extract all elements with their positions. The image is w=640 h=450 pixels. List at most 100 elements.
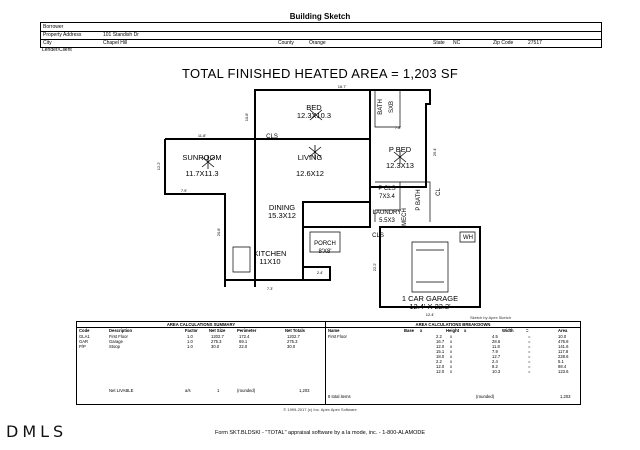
breakdown-cell: x (450, 364, 453, 369)
form-footer: Form SKT.BLDSKI - "TOTAL" appraisal soft… (214, 430, 426, 436)
summary-cell: 1.0 (187, 334, 193, 339)
county-label: County (278, 40, 294, 46)
breakdown-cell: 123.6 (558, 369, 569, 374)
state-label: State (433, 40, 445, 46)
dim-bottom-right: 2.4' (317, 270, 324, 275)
net-livable-unit: a/s (185, 388, 191, 393)
room-cl: CL (436, 188, 442, 196)
summary-cell: 22.0 (239, 344, 248, 349)
room-porch-dim: 8'X8' (319, 249, 332, 255)
summary-cell: Garage (109, 339, 123, 344)
room-dining-dim: 15.3X12 (268, 211, 296, 220)
plan-interior-lines (232, 90, 476, 293)
copyright: © 1999-2017 (c) Inc. Apex Apex Software (283, 407, 357, 412)
room-cls1: CLS (266, 134, 278, 140)
room-wh: WH (463, 235, 473, 241)
breakdown-col: Base (404, 328, 415, 333)
room-dining: DINING (269, 203, 295, 212)
breakdown-col: x (420, 328, 423, 333)
room-sunroom-dim: 11.7X11.3 (185, 169, 218, 178)
breakdown-cell: = (528, 369, 531, 374)
summary-col: Perimeter (237, 328, 257, 333)
room-sxb: SXB (389, 101, 395, 113)
room-pbed: P BED (389, 145, 412, 154)
breakdown-cell: x (450, 359, 453, 364)
summary-cell: 172.4 (239, 334, 250, 339)
room-living-dim: 12.6X12 (296, 169, 324, 178)
summary-cell: GAR (79, 339, 89, 344)
summary-columns: Code Description Factor Net Size Perimet… (77, 328, 325, 333)
property-value: 101 Standish Dr (103, 32, 139, 38)
dmls-logo: DMLS (6, 422, 68, 441)
breakdown-cell: 2.2 (436, 334, 442, 339)
room-garage: 1 CAR GARAGE (402, 294, 458, 303)
breakdown-cell: 10.0 (558, 334, 567, 339)
state-value: NC (453, 40, 461, 46)
room-cls2: CLS (372, 233, 384, 239)
floor-plan: BED 12.3X10.3 BATH SXB CLS SUNROOM 11.7X… (156, 84, 481, 317)
breakdown-panel: AREA CALCULATIONS BREAKDOWN Name Base x … (326, 322, 580, 404)
room-porch: PORCH (314, 241, 336, 247)
room-pbath: P BATH (416, 189, 422, 210)
property-label: Property Address (43, 32, 82, 38)
borrower-label: Borrower (43, 24, 64, 30)
breakdown-cell: = (528, 339, 531, 344)
summary-cell: First Floor (109, 334, 128, 339)
summary-col: Factor (185, 328, 198, 333)
breakdown-cell: 228.6 (558, 354, 569, 359)
breakdown-cell: 11.8 (492, 344, 500, 349)
net-livable-label: Net LIVABLE (109, 388, 134, 393)
breakdown-cell: = (528, 334, 531, 339)
breakdown-cell: x (450, 339, 453, 344)
total-heated-area: TOTAL FINISHED HEATED AREA = 1,203 SF (181, 66, 459, 81)
breakdown-total-value: 1,203 (560, 394, 571, 399)
lender-label: Lender/Client (42, 47, 72, 53)
summary-col: Net Size (209, 328, 226, 333)
plan-walls (164, 89, 481, 308)
room-pcls-dim: 7X3.4 (379, 194, 395, 200)
summary-cell: 30.0 (287, 344, 296, 349)
breakdown-cell: = (528, 359, 531, 364)
summary-heading: AREA CALCULATIONS SUMMARY (77, 322, 325, 328)
breakdown-col: Width (502, 328, 514, 333)
dim-bottom-left: 7.3' (267, 286, 274, 291)
header-box: Borrower Property Address 101 Standish D… (40, 22, 602, 48)
breakdown-total-label: 8 total items (328, 394, 351, 399)
dim-top: 16.7' (338, 84, 347, 89)
breakdown-columns: Name Base x Height x Width = Area (326, 328, 580, 333)
room-pcls: P CLS (378, 186, 395, 192)
breakdown-cell: 2.2 (436, 359, 442, 364)
room-laundry: LAUNDRY (373, 210, 402, 216)
breakdown-col: Name (328, 328, 340, 333)
city-row: City Chapel Hill County Orange State NC … (41, 39, 601, 47)
dim-sun-bottom: 7.9' (181, 188, 188, 193)
summary-cell: 30.0 (211, 344, 220, 349)
breakdown-cell: 12.0 (436, 364, 445, 369)
property-row: Property Address 101 Standish Dr (41, 31, 601, 40)
breakdown-col: Area (558, 328, 568, 333)
breakdown-cell: 18.0 (436, 354, 445, 359)
summary-col: Description (109, 328, 133, 333)
page-title: Building Sketch (289, 12, 351, 21)
dim-garage-bottom: 12.4' (426, 312, 435, 317)
breakdown-col: x (464, 328, 467, 333)
breakdown-cell: 12.7 (492, 354, 501, 359)
breakdown-cell: 117.8 (558, 349, 569, 354)
dim-v-garage: 22.2' (372, 262, 377, 271)
breakdown-cell: 8.2 (492, 364, 498, 369)
room-bed: BED (306, 103, 322, 112)
summary-cell: 1.0 (187, 339, 193, 344)
breakdown-cell: 10.3 (492, 369, 501, 374)
breakdown-cell: 476.8 (558, 339, 569, 344)
breakdown-cell: 12.0 (436, 344, 445, 349)
breakdown-cell: = (528, 349, 531, 354)
breakdown-cell: 12.0 (436, 369, 445, 374)
room-garage-dim: 12.4' X 22.2' (409, 302, 451, 311)
net-livable-value: 1,203 (299, 388, 310, 393)
breakdown-total-note: (rounded) (476, 394, 495, 399)
breakdown-cell: 16.7 (436, 339, 445, 344)
breakdown-cell: 2.4 (492, 359, 498, 364)
summary-cell: 275.3 (287, 339, 298, 344)
breakdown-cell: = (528, 344, 531, 349)
summary-cell: P/P (79, 344, 86, 349)
